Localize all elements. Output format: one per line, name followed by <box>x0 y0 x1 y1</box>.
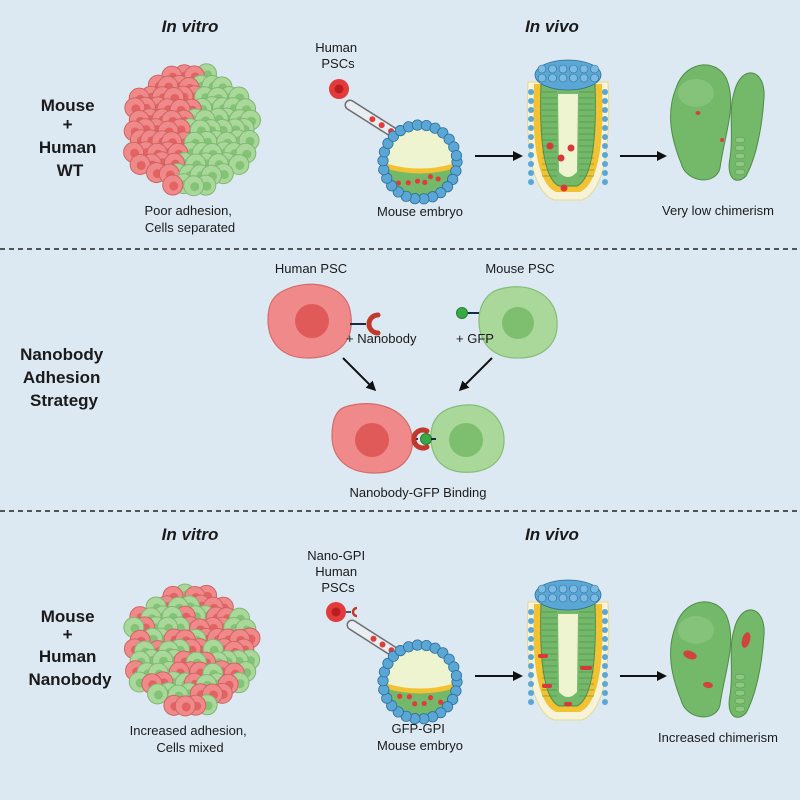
mouse-psc-label: Mouse PSC <box>485 261 554 276</box>
gfp-icon <box>456 307 479 319</box>
cluster-caption: Increased adhesion, Cells mixed <box>130 723 251 755</box>
psc-label: Nano-GPI Human PSCs <box>307 548 368 595</box>
cell-cluster-icon <box>123 63 261 197</box>
row-label: Mouse + Human Nanobody <box>28 607 112 689</box>
bound-human-cell <box>331 403 413 474</box>
egg-cylinder-embryo-icon <box>526 59 610 201</box>
bound-mouse-cell <box>430 404 505 473</box>
chimeric-embryo-icon <box>670 64 765 181</box>
human-psc-cell <box>267 283 352 359</box>
gfp-label: + GFP <box>456 331 494 346</box>
nano-gpi-human-psc-icon <box>326 602 358 622</box>
cell-cluster-icon <box>123 583 261 717</box>
arrow-icon <box>458 357 493 392</box>
psc-label: Human PSCs <box>315 40 361 71</box>
chimeric-embryo-icon <box>670 601 765 718</box>
outcome-caption: Increased chimerism <box>658 730 778 745</box>
cluster-caption: Poor adhesion, Cells separated <box>144 203 235 235</box>
embryo-caption: GFP-GPI Mouse embryo <box>377 721 463 753</box>
human-psc-label: Human PSC <box>275 261 347 276</box>
nanobody-gfp-binding-icon <box>411 427 436 451</box>
header-in-vivo: In vivo <box>525 525 579 544</box>
arrow-icon <box>342 357 377 392</box>
panel-nanobody: In vitro In vivo Mouse + Human Nanobody … <box>28 525 778 755</box>
header-in-vitro: In vitro <box>162 17 219 36</box>
outcome-caption: Very low chimerism <box>662 203 774 218</box>
row-label: Nanobody Adhesion Strategy <box>20 345 108 410</box>
header-in-vitro: In vitro <box>162 525 219 544</box>
blastocyst-icon <box>377 119 463 205</box>
binding-caption: Nanobody-GFP Binding <box>349 485 486 500</box>
human-psc-icon <box>329 79 349 99</box>
mouse-psc-cell <box>478 286 558 359</box>
header-in-vivo: In vivo <box>525 17 579 36</box>
embryo-caption: Mouse embryo <box>377 204 463 219</box>
panel-wild-type: In vitro In vivo Mouse + Human WT Poor a… <box>39 17 774 235</box>
nanobody-icon <box>350 312 381 336</box>
row-label: Mouse + Human WT <box>39 96 101 180</box>
nanobody-label: + Nanobody <box>346 331 417 346</box>
egg-cylinder-embryo-icon <box>526 579 610 721</box>
blastocyst-icon <box>377 639 463 725</box>
panel-nanobody-strategy: Nanobody Adhesion Strategy Human PSC Mou… <box>20 261 558 500</box>
